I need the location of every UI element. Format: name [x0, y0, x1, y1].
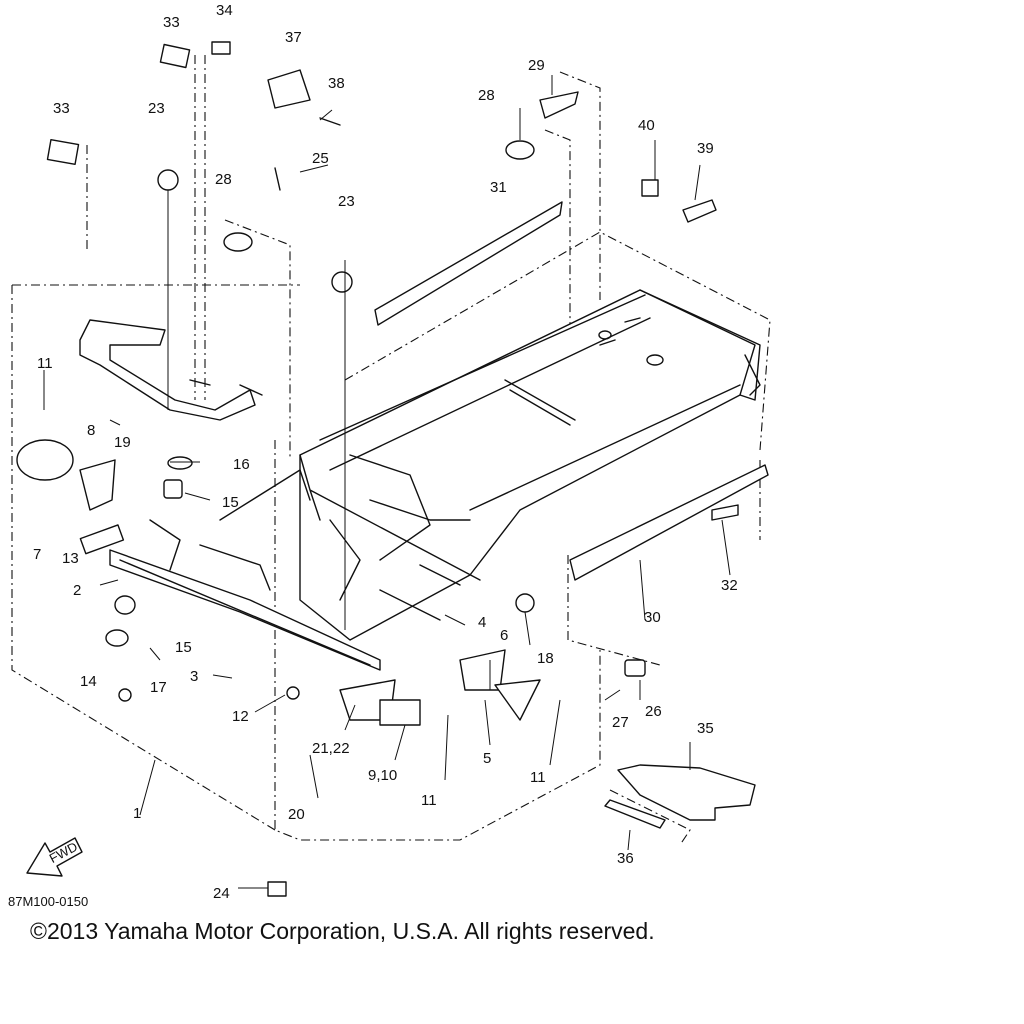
- callout-29: 29: [528, 57, 545, 74]
- diagram-code: 87M100-0150: [8, 894, 88, 909]
- callout-30: 30: [644, 609, 661, 626]
- copyright-notice: ©2013 Yamaha Motor Corporation, U.S.A. A…: [30, 918, 655, 944]
- callout-18: 18: [537, 650, 554, 667]
- callout-14: 14: [80, 673, 97, 690]
- callout-37: 37: [285, 29, 302, 46]
- callout-25: 25: [312, 150, 329, 167]
- main-frame: [109, 201, 769, 671]
- callout-15-upper: 15: [222, 494, 239, 511]
- fwd-arrow-icon: FWD: [26, 837, 83, 877]
- callouts: 33 34 37 38 29 28 40 39 33 23 25 28 31 2…: [33, 2, 738, 902]
- callout-11-left: 11: [37, 355, 53, 372]
- callout-28-left: 28: [215, 171, 232, 188]
- callout-36: 36: [617, 850, 634, 867]
- callout-16: 16: [233, 456, 250, 473]
- callout-31: 31: [490, 179, 507, 196]
- callout-6: 6: [500, 627, 508, 644]
- callout-20: 20: [288, 806, 305, 823]
- callout-4: 4: [478, 614, 486, 631]
- callout-24: 24: [213, 885, 230, 902]
- callout-19: 19: [114, 434, 131, 451]
- leader-lines: [43, 75, 731, 889]
- callout-11-right: 11: [530, 769, 546, 786]
- callout-21-22: 21,22: [312, 740, 350, 757]
- callout-1: 1: [133, 805, 141, 822]
- callout-23-left: 23: [148, 100, 165, 117]
- callout-3: 3: [190, 668, 198, 685]
- assembly-outlines: [11, 55, 771, 846]
- callout-15-lower: 15: [175, 639, 192, 656]
- callout-39: 39: [697, 140, 714, 157]
- callout-33-left: 33: [53, 100, 70, 117]
- callout-7: 7: [33, 546, 41, 563]
- callout-33-top: 33: [163, 14, 180, 31]
- callout-5: 5: [483, 750, 491, 767]
- callout-13: 13: [62, 550, 79, 567]
- callout-8: 8: [87, 422, 95, 439]
- callout-38: 38: [328, 75, 345, 92]
- callout-17: 17: [150, 679, 167, 696]
- callout-11-bottom: 11: [421, 792, 437, 809]
- callout-28-right: 28: [478, 87, 495, 104]
- callout-40: 40: [638, 117, 655, 134]
- callout-12: 12: [232, 708, 249, 725]
- callout-35: 35: [697, 720, 714, 737]
- callout-9-10: 9,10: [368, 767, 397, 784]
- handle-bar: [79, 319, 263, 421]
- callout-34: 34: [216, 2, 233, 19]
- callout-27: 27: [612, 714, 629, 731]
- callout-23-mid: 23: [338, 193, 355, 210]
- callout-2: 2: [73, 582, 81, 599]
- callout-32: 32: [721, 577, 738, 594]
- small-parts: [16, 41, 756, 897]
- callout-26: 26: [645, 703, 662, 720]
